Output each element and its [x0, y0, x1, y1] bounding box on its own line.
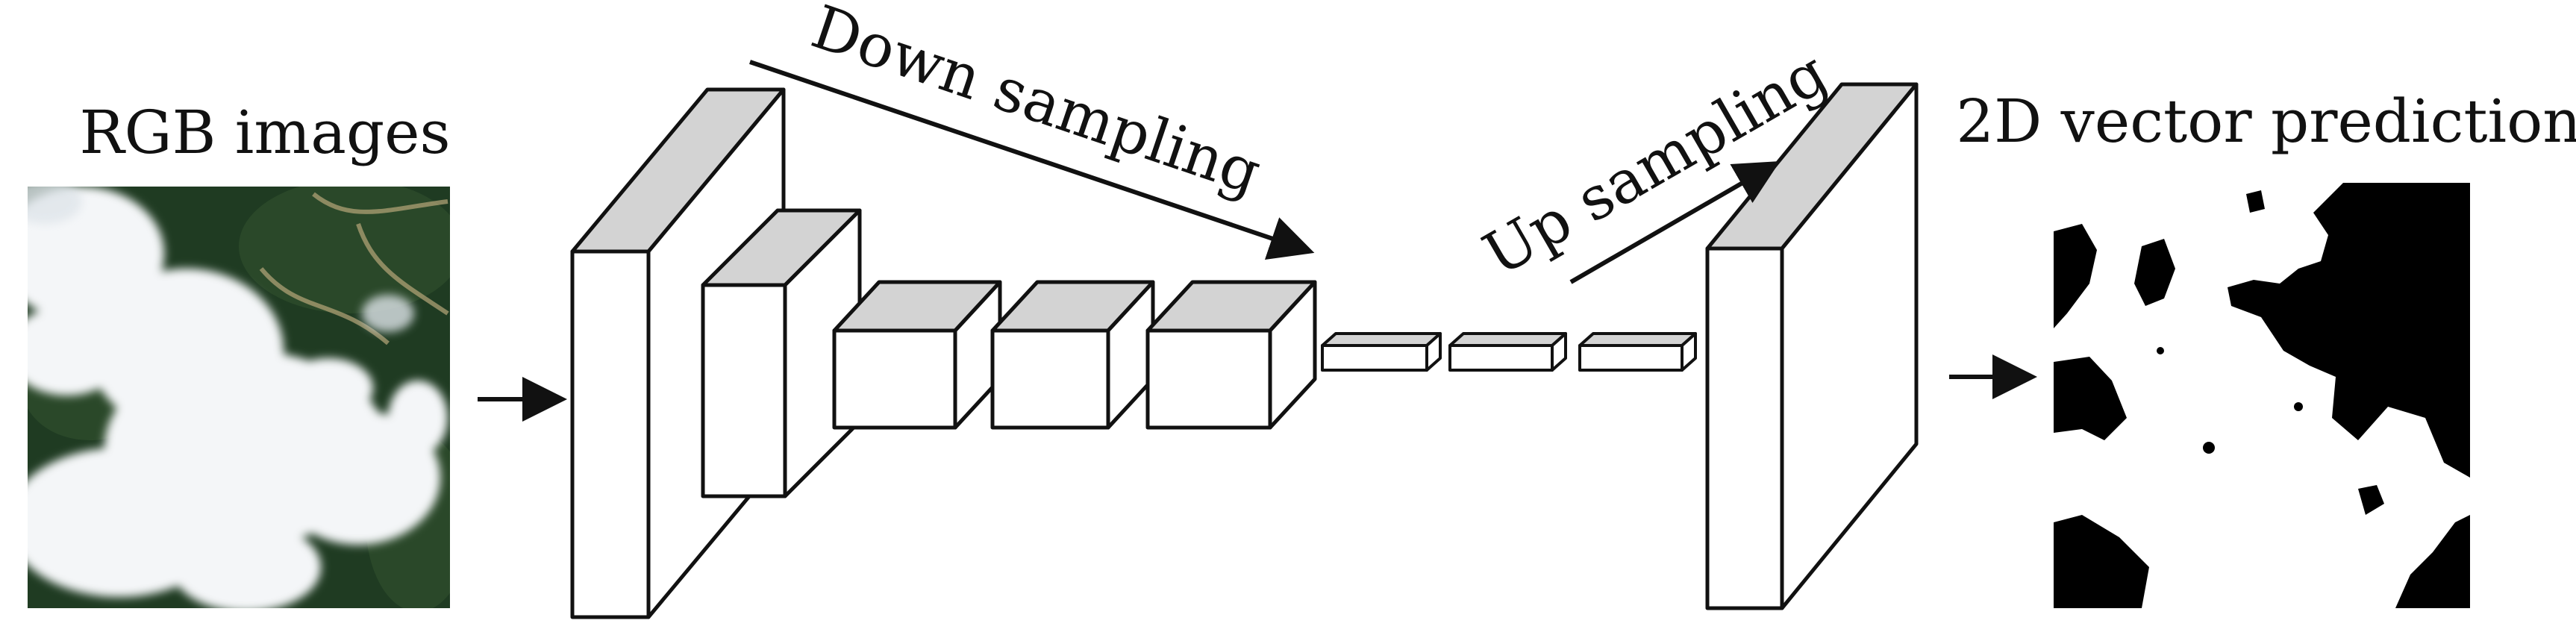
bottleneck-block-3: [1578, 332, 1697, 372]
prediction-mask-image: [2054, 183, 2470, 608]
input-title: RGB images: [79, 98, 450, 167]
output-title: 2D vector prediction: [1956, 87, 2576, 156]
encoder-block-5: [1145, 280, 1317, 430]
rgb-satellite-image: [28, 187, 450, 608]
encoder-block-4: [990, 280, 1155, 430]
bottleneck-block-2: [1448, 332, 1567, 372]
up-sampling-arrow: [1569, 160, 1781, 284]
down-sampling-arrow: [749, 60, 1315, 260]
bottleneck-block-1: [1321, 332, 1442, 372]
encoder-block-3: [832, 280, 1002, 430]
decoder-block: [1705, 82, 1919, 610]
